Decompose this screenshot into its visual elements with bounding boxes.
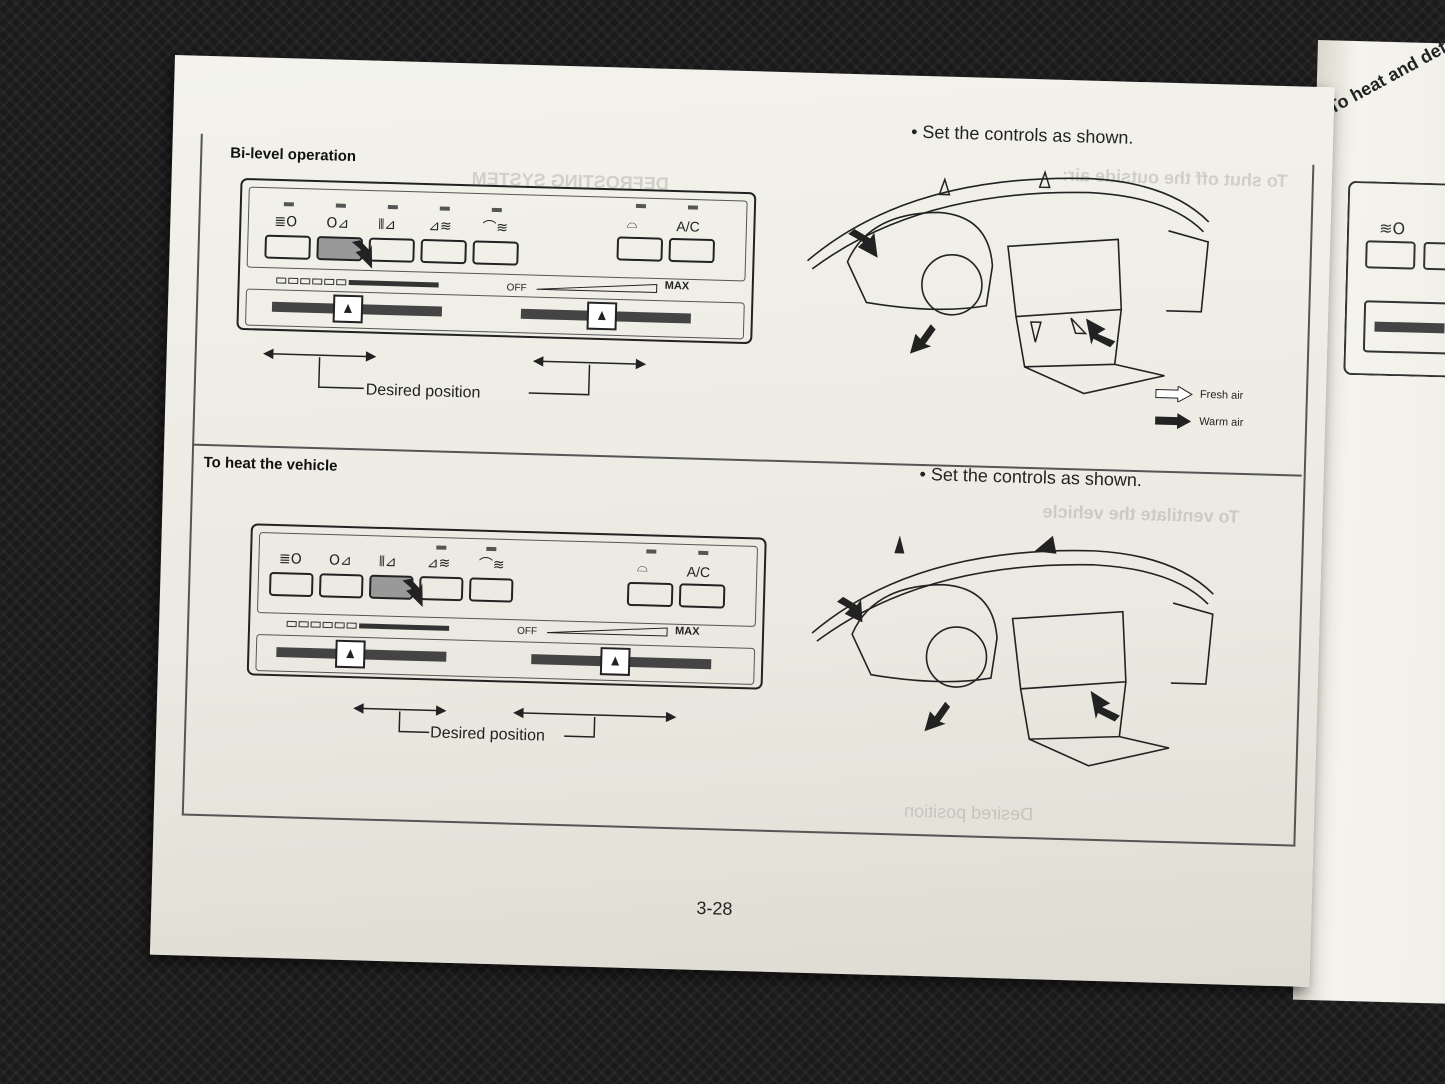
ac-label: A/C: [687, 563, 711, 580]
fan-max-label: MAX: [675, 625, 700, 638]
legend-fresh-air: Fresh air: [1154, 385, 1244, 403]
desired-position-indicator: [353, 703, 677, 738]
desired-position-label: Desired position: [365, 381, 481, 402]
show-through-text: Desired position: [903, 800, 1034, 825]
svg-text:O⊿: O⊿: [329, 552, 352, 569]
page-number: 3-28: [696, 897, 733, 919]
section-bi-level: Bi-level operation • Set the controls as…: [201, 122, 1311, 430]
svg-text:O⊿: O⊿: [326, 215, 349, 232]
warm-air-arrow-icon: [1155, 413, 1192, 430]
svg-text:≣O: ≣O: [279, 551, 302, 568]
svg-text:⌓: ⌓: [626, 216, 638, 232]
fan-max-label: MAX: [665, 280, 690, 293]
legend-label: Fresh air: [1199, 388, 1244, 402]
right-page-control-panel: ≋O: [1343, 180, 1445, 380]
svg-text:⌒≋: ⌒≋: [482, 220, 508, 237]
svg-text:⊿≋: ⊿≋: [428, 218, 452, 235]
section-title: Bi-level operation: [230, 144, 357, 166]
svg-text:≋O: ≋O: [1379, 219, 1405, 239]
dashboard-illustration: [806, 169, 1210, 395]
instruction-text: • Set the controls as shown.: [910, 121, 1134, 148]
legend-warm-air: Warm air: [1153, 412, 1244, 431]
fan-off-label: OFF: [506, 282, 526, 294]
right-page: To heat and defrost ≋O: [1292, 21, 1445, 1005]
svg-text:⫴⊿: ⫴⊿: [378, 217, 396, 233]
climate-control-panel: ≣O O⊿ ⫴⊿ ⊿≋ ⌒≋ ⌓ A/C OFF MAX: [246, 523, 767, 690]
legend-label: Warm air: [1198, 415, 1244, 429]
desired-position-label: Desired position: [429, 724, 546, 745]
dashboard-illustration: [811, 535, 1214, 767]
svg-text:⊿≋: ⊿≋: [427, 555, 451, 572]
mini-panel-drawing: ≋O: [1362, 219, 1445, 356]
svg-text:⫴⊿: ⫴⊿: [379, 554, 397, 570]
section-heat-vehicle: To heat the vehicle • Set the controls a…: [192, 443, 1302, 767]
desired-position-indicator: [263, 348, 647, 396]
svg-text:⌓: ⌓: [637, 559, 649, 575]
manual-page: DEFROSTING SYSTEM To shut off the outsid…: [149, 55, 1335, 988]
ac-label: A/C: [676, 218, 700, 235]
svg-text:≣O: ≣O: [274, 214, 297, 231]
fresh-air-arrow-icon: [1155, 385, 1193, 403]
right-page-title: To heat and defrost: [1324, 21, 1445, 118]
svg-text:⌒≋: ⌒≋: [479, 557, 505, 574]
climate-control-panel: ≣O O⊿ ⫴⊿ ⊿≋ ⌒≋ ⌓ A/C: [236, 178, 757, 345]
fan-off-label: OFF: [517, 626, 537, 638]
